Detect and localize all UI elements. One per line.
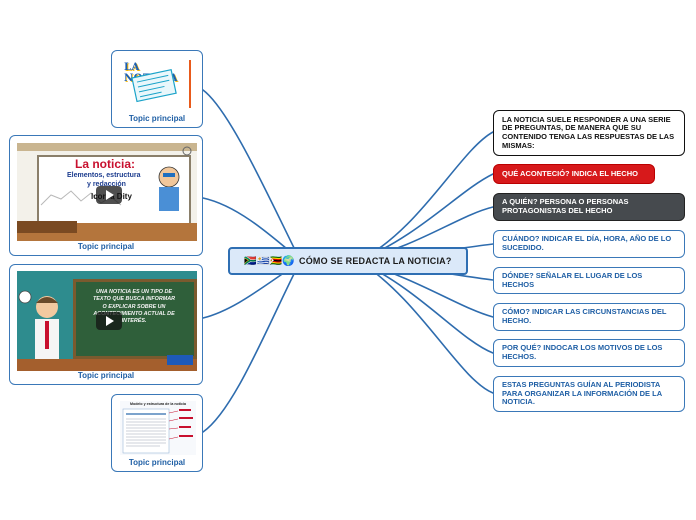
topic-card-4[interactable]: Modelo y estructura de la noticia Topic … xyxy=(111,394,203,472)
link-right-1 xyxy=(359,131,494,261)
noticia-logo-image: LA NOTICIA xyxy=(122,56,194,112)
video-title-line-1: La noticia: xyxy=(75,157,136,171)
node-cuando[interactable]: CUÁNDO? INDICAR EL DÍA, HORA, AÑO DE LO … xyxy=(493,230,685,258)
link-right-8 xyxy=(359,261,494,394)
board-line-1: UNA NOTICIA ES UN TIPO DE xyxy=(96,289,172,295)
node-intro[interactable]: LA NOTICIA SUELE RESPONDER A UNA SERIE D… xyxy=(493,110,685,156)
node-por-que-text: POR QUÉ? INDOCAR LOS MOTIVOS DE LOS HECH… xyxy=(502,343,663,361)
video-title-line-3: y redacción xyxy=(87,181,126,188)
board-line-5: INTERÉS. xyxy=(121,318,147,325)
video-title-line-2: Elementos, estructura xyxy=(67,172,141,179)
node-por-que[interactable]: POR QUÉ? INDOCAR LOS MOTIVOS DE LOS HECH… xyxy=(493,339,685,367)
node-quien[interactable]: A QUIÉN? PERSONA O PERSONAS PROTAGONISTA… xyxy=(493,193,685,221)
node-conclusion-text: ESTAS PREGUNTAS GUÍAN AL PERIODISTA PARA… xyxy=(502,380,662,407)
link-topic-1 xyxy=(202,89,301,261)
central-topic[interactable]: 🇿🇦🇺🇾🇿🇼🌍 CÓMO SE REDACTA LA NOTICIA? xyxy=(228,247,468,275)
topic-card-3[interactable]: UNA NOTICIA ES UN TIPO DE TEXTO QUE BUSC… xyxy=(9,264,203,385)
video-thumbnail: UNA NOTICIA ES UN TIPO DE TEXTO QUE BUSC… xyxy=(17,271,197,371)
node-como[interactable]: CÓMO? INDICAR LAS CIRCUNSTANCIAS DEL HEC… xyxy=(493,303,685,331)
board-line-4: ACONTECIMIENTO ACTUAL DE xyxy=(93,310,175,317)
board-line-3: O EXPLICAR SOBRE UN xyxy=(102,303,166,310)
topic-caption: Topic principal xyxy=(77,242,135,251)
node-como-text: CÓMO? INDICAR LAS CIRCUNSTANCIAS DEL HEC… xyxy=(502,307,667,325)
central-topic-title: CÓMO SE REDACTA LA NOTICIA? xyxy=(299,256,452,266)
topic-card-2[interactable]: La noticia: Elementos, estructura y reda… xyxy=(9,135,203,256)
node-conclusion[interactable]: ESTAS PREGUNTAS GUÍAN AL PERIODISTA PARA… xyxy=(493,376,685,412)
link-topic-4 xyxy=(202,261,301,433)
node-que[interactable]: QUÉ ACONTECIÓ? INDICA EL HECHO xyxy=(493,164,655,184)
node-quien-text: A QUIÉN? PERSONA O PERSONAS PROTAGONISTA… xyxy=(502,197,629,215)
structure-image: Modelo y estructura de la noticia xyxy=(120,401,196,455)
flags-icon: 🇿🇦🇺🇾🇿🇼🌍 xyxy=(244,255,296,267)
node-que-text: QUÉ ACONTECIÓ? INDICA EL HECHO xyxy=(502,168,638,178)
node-donde-text: DÓNDE? SEÑALAR EL LUGAR DE LOS HECHOS xyxy=(502,270,643,289)
topic-caption: Topic principal xyxy=(128,458,186,467)
play-icon[interactable] xyxy=(96,312,122,330)
topic-caption: Topic principal xyxy=(128,114,186,123)
node-intro-text: LA NOTICIA SUELE RESPONDER A UNA SERIE D… xyxy=(502,114,675,150)
topic-caption: Topic principal xyxy=(77,371,135,380)
video-thumbnail: La noticia: Elementos, estructura y reda… xyxy=(17,143,197,241)
structure-image-title: Modelo y estructura de la noticia xyxy=(130,402,186,406)
node-cuando-text: CUÁNDO? INDICAR EL DÍA, HORA, AÑO DE LO … xyxy=(502,234,672,252)
topic-card-1[interactable]: LA NOTICIA Topic principal xyxy=(111,50,203,128)
play-icon[interactable] xyxy=(96,186,122,204)
node-donde[interactable]: DÓNDE? SEÑALAR EL LUGAR DE LOS HECHOS xyxy=(493,267,685,294)
board-line-2: TEXTO QUE BUSCA INFORMAR xyxy=(92,296,176,303)
